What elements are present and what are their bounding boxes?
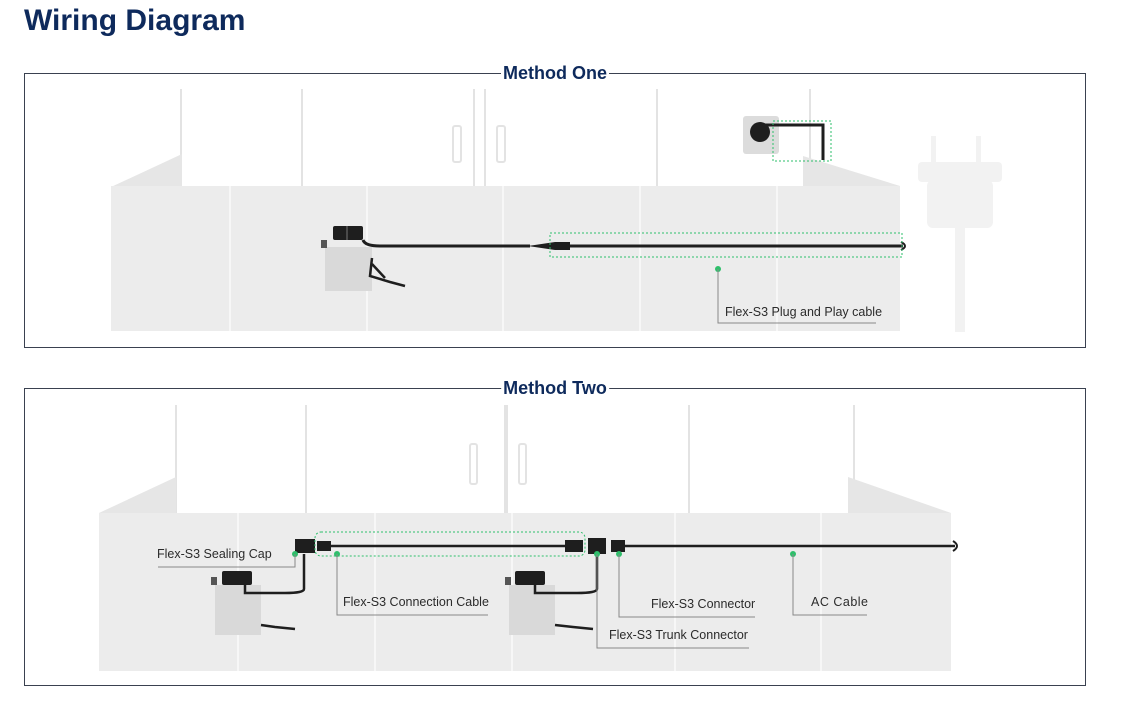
method-two-panel: Method Two Flex-S3 Sealing Cap Flex-S3 C… xyxy=(24,378,1086,686)
method-two-diagram xyxy=(99,405,958,671)
method-one-label: Method One xyxy=(501,63,609,83)
trunk-connector xyxy=(588,538,606,554)
counter-front xyxy=(111,186,900,331)
connector-label: Flex-S3 Connector xyxy=(651,597,756,611)
countertop-left-side xyxy=(111,154,182,187)
plug-connector xyxy=(528,242,570,250)
ac-cable-label: AC Cable xyxy=(811,595,869,609)
microinverter xyxy=(321,226,406,291)
trunk-connector-label: Flex-S3 Trunk Connector xyxy=(609,628,748,642)
plug-silhouette xyxy=(918,136,1002,332)
countertop-right-side xyxy=(848,477,951,513)
kitchen-background xyxy=(180,89,811,186)
countertop-right-side xyxy=(803,156,900,186)
method-one-panel: Method One Flex-S3 Plug and Play cable xyxy=(24,63,1086,348)
sealing-cap-label: Flex-S3 Sealing Cap xyxy=(157,547,272,561)
sealing-cap xyxy=(295,539,315,553)
page-title: Wiring Diagram xyxy=(24,4,246,37)
connector xyxy=(565,540,583,552)
method-one-diagram xyxy=(111,89,1002,332)
countertop-left-side xyxy=(99,477,176,513)
connection-cable-label: Flex-S3 Connection Cable xyxy=(343,595,489,609)
method-two-label: Method Two xyxy=(501,378,609,398)
kitchen-background xyxy=(175,405,855,513)
plug-and-play-cable-label: Flex-S3 Plug and Play cable xyxy=(725,305,883,319)
